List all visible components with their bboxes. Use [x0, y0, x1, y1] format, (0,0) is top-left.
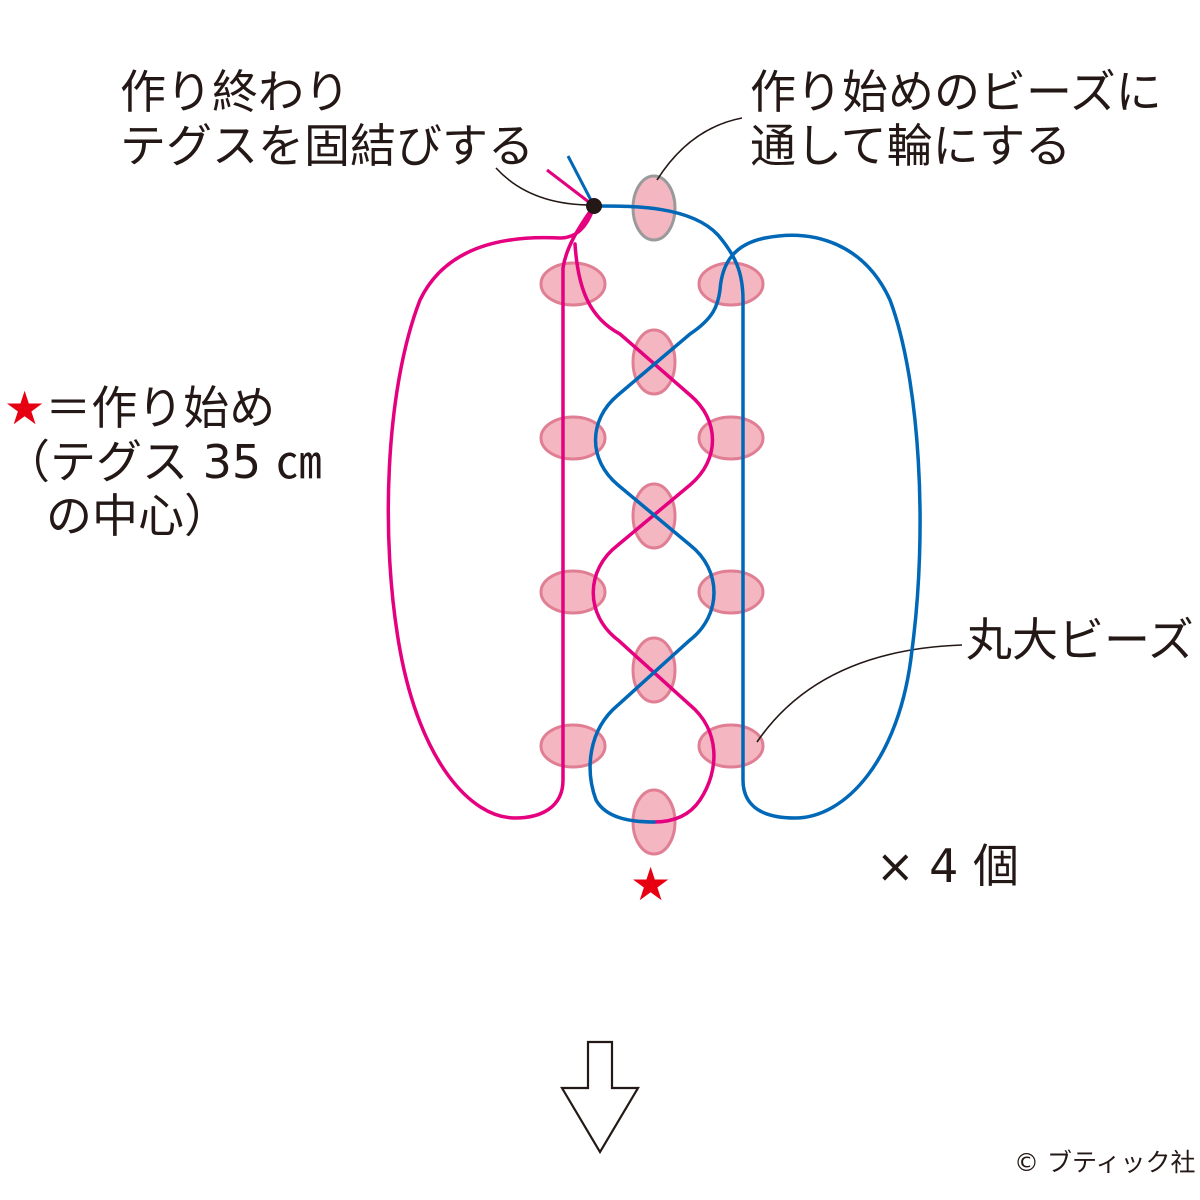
start-leader-line: [656, 117, 743, 181]
start-label-line2: 通して輪にする: [750, 119, 1072, 173]
leader-lines: [495, 117, 963, 743]
bead: [697, 261, 765, 307]
beads: [539, 174, 765, 856]
blue-outer-loop: [588, 204, 922, 824]
bead: [539, 723, 607, 769]
bead: [539, 569, 607, 615]
pink-outer-loop: [386, 204, 596, 820]
knot-dot-icon: [586, 198, 602, 214]
bead-name-label: 丸大ビーズ: [966, 613, 1194, 667]
start-label-line1: 作り始めのビーズに: [750, 65, 1162, 119]
legend-line2: （テグス 35 ㎝: [4, 435, 322, 489]
bead: [631, 636, 677, 704]
legend-star-icon: ★: [4, 381, 46, 435]
end-label-line1: 作り終わり: [120, 65, 350, 119]
end-leader-line: [495, 167, 593, 206]
blue-thread: [588, 204, 922, 824]
copyright-label: © ブティック社: [1014, 1148, 1196, 1177]
bead: [697, 415, 765, 461]
end-label-line2: テグスを固結びする: [120, 119, 534, 173]
start-marker-star-icon: ★: [630, 857, 672, 911]
pink-thread: [386, 204, 716, 824]
blue-thread-end: [566, 155, 596, 207]
bead: [539, 415, 607, 461]
pink-zigzag: [573, 242, 716, 824]
bead-leader-line: [756, 644, 963, 743]
legend-line1: ★＝作り始め: [4, 380, 275, 436]
legend-text: ＝作り始め: [45, 381, 276, 435]
legend-line3: の中心）: [46, 489, 230, 543]
down-arrow-icon: [560, 1040, 640, 1155]
bead: [539, 261, 607, 307]
quantity-label: × 4 個: [876, 839, 1020, 893]
pink-thread-end: [546, 168, 595, 208]
bead: [697, 569, 765, 615]
